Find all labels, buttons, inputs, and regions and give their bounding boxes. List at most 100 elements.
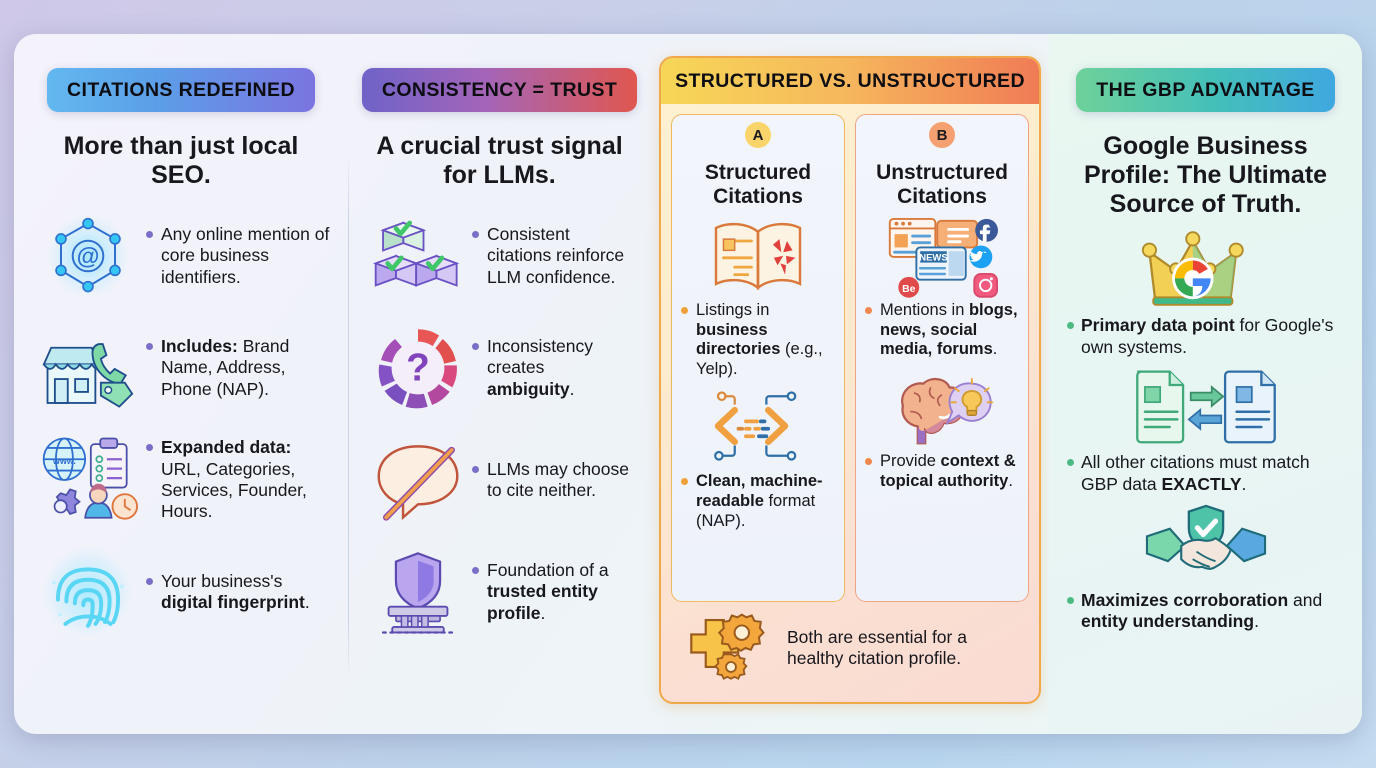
- svg-text:www.: www.: [52, 456, 76, 466]
- list-item-label: Foundation of a trusted entity profile.: [472, 560, 635, 624]
- comparison-columns: A Structured Citations: [661, 104, 1039, 602]
- list-item-tail: .: [540, 602, 546, 623]
- list-item-rest: Provide: [880, 452, 941, 471]
- list-item-label: LLMs may choose to cite neither.: [472, 459, 635, 502]
- list-item-emphasis: blogs, news, social media, forums: [880, 300, 1018, 359]
- structured-footer: Both are essential for a healthy citatio…: [661, 602, 1039, 702]
- list-item-rest: Mentions in: [880, 300, 969, 319]
- panel-2-bullet-list: Consistent citations reinforce LLM confi…: [364, 206, 635, 724]
- list-item-tail: .: [1254, 611, 1259, 632]
- list-item-tail: .: [569, 378, 575, 399]
- list-item: Maximizes corroboration and entity under…: [1065, 498, 1346, 633]
- list-item-emphasis: business directories: [696, 320, 781, 359]
- list-item-rest: URL, Categories, Services, Founder, Hour…: [161, 458, 307, 522]
- list-item: Consistent citations reinforce LLM confi…: [364, 206, 635, 306]
- list-item: @ Any online mention of core business id…: [30, 206, 332, 306]
- list-item-emphasis-2: entity understanding: [1081, 611, 1255, 632]
- column-a-title: Structured Citations: [704, 161, 812, 208]
- list-item-rest: Foundation of a: [487, 559, 609, 580]
- list-item-label: Mentions in blogs, news, social media, f…: [865, 301, 1019, 360]
- list-item-emphasis: digital fingerprint: [161, 592, 305, 612]
- globe-clipboard-gear-user-clock-icon: www.: [36, 430, 140, 530]
- list-item-tail: .: [304, 592, 310, 612]
- panel-citations-redefined: CITATIONS REDEFINED More than just local…: [14, 34, 348, 734]
- structured-footer-text: Both are essential for a healthy citatio…: [787, 626, 967, 668]
- list-item-rest: Inconsistency creates: [487, 335, 594, 378]
- badge-a: A: [745, 122, 771, 148]
- two-documents-sync-icon: [1131, 360, 1281, 452]
- infographic-card: CITATIONS REDEFINED More than just local…: [14, 34, 1362, 734]
- code-brackets-chip-icon: [706, 380, 810, 472]
- panel-4-subheading: Google Business Profile: The Ultimate So…: [1083, 132, 1328, 218]
- svg-text:?: ?: [406, 346, 430, 389]
- list-item-label: All other citations must match GBP data …: [1065, 452, 1346, 495]
- list-item-emphasis: Clean, machine-readable: [696, 472, 823, 510]
- list-item: ? Inconsistency creates ambiguity.: [364, 318, 635, 418]
- plus-gears-icon: [681, 608, 781, 688]
- panel-2-header-pill: CONSISTENCY = TRUST: [361, 68, 638, 112]
- svg-text:@: @: [77, 243, 100, 269]
- column-b-title: Unstructured Citations: [876, 161, 1008, 208]
- list-item-emphasis: EXACTLY: [1161, 474, 1242, 495]
- storefront-phone-tag-icon: [36, 318, 140, 418]
- list-item-label: Consistent citations reinforce LLM confi…: [472, 224, 635, 288]
- list-item-label: Includes: Brand Name, Address, Phone (NA…: [146, 336, 332, 400]
- list-item-emphasis: Maximizes corroboration: [1081, 589, 1289, 610]
- panel-structured-vs-unstructured: STRUCTURED VS. UNSTRUCTURED A Structured…: [651, 34, 1049, 734]
- fingerprint-icon: [36, 542, 140, 642]
- list-item-tail: .: [1008, 472, 1013, 491]
- panel-4-bullet-list: Primary data point for Google's own syst…: [1065, 223, 1346, 724]
- panel-consistency-trust: CONSISTENCY = TRUST A crucial trust sign…: [348, 34, 651, 734]
- svg-text:NEWS: NEWS: [919, 253, 947, 264]
- badge-b: B: [929, 122, 955, 148]
- svg-text:Be: Be: [902, 284, 916, 295]
- list-item-label: Clean, machine-readable format (NAP).: [681, 472, 835, 531]
- column-unstructured-citations: B Unstructured Citations: [855, 114, 1029, 602]
- panel-1-subheading: More than just local SEO.: [63, 132, 299, 189]
- list-item: Your business's digital fingerprint.: [30, 542, 332, 642]
- list-item: www.: [30, 430, 332, 530]
- list-item-mid: and: [1288, 589, 1323, 610]
- list-item: Includes: Brand Name, Address, Phone (NA…: [30, 318, 332, 418]
- list-item-rest: All other citations must match GBP data: [1081, 452, 1310, 495]
- handshake-shield-icon: [1143, 498, 1269, 590]
- panel-1-header-pill: CITATIONS REDEFINED: [47, 68, 315, 112]
- list-item-rest: Brand Name, Address, Phone (NAP).: [161, 335, 290, 399]
- shield-pillar-icon: [370, 542, 466, 642]
- google-crown-icon: [1140, 223, 1272, 315]
- panel-divider: [348, 154, 349, 679]
- list-item-emphasis: ambiguity: [487, 378, 570, 399]
- panel-3-header-pill: STRUCTURED VS. UNSTRUCTURED: [661, 58, 1039, 104]
- column-structured-citations: A Structured Citations: [671, 114, 845, 602]
- at-network-icon: @: [36, 206, 140, 306]
- panel-2-subheading: A crucial trust signal for LLMs.: [376, 132, 623, 189]
- panel-gbp-advantage: THE GBP ADVANTAGE Google Business Profil…: [1049, 34, 1362, 734]
- list-item-label: Maximizes corroboration and entity under…: [1065, 590, 1346, 633]
- list-item-label: Inconsistency creates ambiguity.: [472, 336, 635, 400]
- list-item-label: Provide context & topical authority.: [865, 452, 1019, 492]
- list-item-label: Primary data point for Google's own syst…: [1065, 315, 1346, 358]
- list-item-emphasis: Primary data point: [1081, 315, 1235, 335]
- list-item: All other citations must match GBP data …: [1065, 360, 1346, 495]
- list-item-emphasis: trusted entity profile: [487, 581, 598, 623]
- checked-boxes-icon: [370, 206, 466, 306]
- question-circle-icon: ?: [370, 318, 466, 418]
- list-item-label: Your business's digital fingerprint.: [146, 571, 332, 614]
- list-item-tail: format (NAP).: [696, 491, 816, 530]
- structured-comparison-card: STRUCTURED VS. UNSTRUCTURED A Structured…: [659, 56, 1041, 704]
- list-item: LLMs may choose to cite neither.: [364, 430, 635, 530]
- brain-lightbulb-icon: [889, 360, 995, 452]
- panel-1-bullet-list: @ Any online mention of core business id…: [30, 206, 332, 724]
- list-item: Primary data point for Google's own syst…: [1065, 223, 1346, 358]
- list-item-tail: (e.g., Yelp).: [696, 340, 823, 379]
- panel-4-header-pill: THE GBP ADVANTAGE: [1076, 68, 1335, 112]
- list-item-label: Expanded data: URL, Categories, Services…: [146, 437, 332, 522]
- list-item: Foundation of a trusted entity profile.: [364, 542, 635, 642]
- list-item-emphasis: context & topical authority: [880, 452, 1016, 491]
- list-item-tail: .: [992, 340, 998, 359]
- list-item-label: Any online mention of core business iden…: [146, 224, 332, 288]
- list-item-rest: Listings in: [696, 300, 770, 319]
- news-social-icons: NEWS Be: [886, 209, 998, 301]
- list-item-tail: .: [1241, 474, 1247, 495]
- list-item-label: Listings in business directories (e.g., …: [681, 301, 835, 380]
